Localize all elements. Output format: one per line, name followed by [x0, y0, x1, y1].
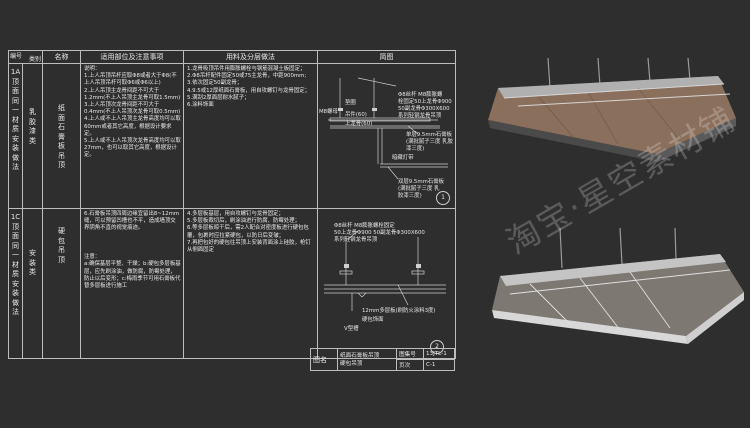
label-plywood: 12mm多层板(刷防火涂料3度)	[362, 308, 436, 314]
spec-sheet: 编号 类别 名称 适用部位及注意事项 用料及分层做法 简图 1A 顶 面 同 一…	[8, 50, 456, 371]
sheet-no-label: 图集号	[396, 348, 424, 360]
ceiling-render-gypsum	[488, 58, 736, 162]
row-materials: 4.多层板基层，用自攻螺钉与龙骨固定； 5.多层板裁切后，刷涂油进行防腐、防霉处…	[183, 208, 318, 359]
header-materials: 用料及分层做法	[183, 50, 318, 64]
section-lines-2	[324, 230, 446, 311]
ceiling-render-hardcover	[492, 228, 744, 344]
label-nut: M8螺母	[319, 109, 338, 115]
title-label: 图名	[310, 348, 338, 371]
page-label: 页次	[396, 359, 424, 371]
header-drawing: 简图	[317, 50, 456, 64]
table-row: 1C 顶 面 同 一 材 质 安 装 做 法 安 装 类 硬 包 吊 顶 6.石…	[8, 208, 456, 359]
label-light-strip: 暗藏灯带	[392, 155, 414, 161]
row-code: 1C 顶 面 同 一 材 质 安 装 做 法	[8, 208, 23, 359]
spec-table: 编号 类别 名称 适用部位及注意事项 用料及分层做法 简图 1A 顶 面 同 一…	[8, 50, 456, 359]
header-code-category: 编号 类别	[8, 50, 43, 64]
label-rod-spec-2: Φ8丝杆 M8膨胀螺栓固定 50上龙骨Φ900 50副龙骨Φ300X600 系列…	[334, 223, 425, 243]
row-usage: 6.石膏板吊顶四周边缘宜留出8~12mm缝，可以预留凹槽也不平，造成墙顶交界阴角…	[80, 208, 184, 359]
section-lines-1	[328, 77, 448, 180]
label-hard-cover: 硬包饰面	[362, 317, 384, 323]
row-name: 纸 面 石 膏 板 吊 顶	[42, 63, 81, 209]
drawing-title: 纸面石膏板吊顶 硬包吊顶	[337, 348, 397, 371]
table-row: 1A 顶 面 同 一 材 质 安 装 做 法 乳 胶 漆 类 纸 面 石 膏 板…	[8, 63, 456, 209]
table-header-row: 编号 类别 名称 适用部位及注意事项 用料及分层做法 简图	[8, 50, 456, 64]
header-usage: 适用部位及注意事项	[80, 50, 184, 64]
detail-number-1: 1	[436, 191, 450, 205]
row-name: 硬 包 吊 顶	[42, 208, 81, 359]
row-category: 乳 胶 漆 类	[22, 63, 43, 209]
row-usage: 说明： 1.上人吊顶吊杆应取Φ8或者大于Φ8(不上人吊顶吊杆可取Φ6或Φ6以上)…	[80, 63, 184, 209]
label-rod-spec: Φ8丝杆 M8膨胀螺 栓固定50上龙骨Φ900 50副龙骨Φ300X600 系列…	[398, 92, 452, 119]
label-main-runner: 上龙骨(60)	[345, 121, 373, 127]
label-single-board: 单层9.5mm石膏板 (满批腻子三度 乳胶 漆三度)	[406, 132, 453, 152]
row-category: 安 装 类	[22, 208, 43, 359]
page-number: C-1	[423, 359, 455, 371]
label-v-groove: V型槽	[344, 326, 359, 332]
sheet-no: 13JTL-1	[423, 348, 455, 360]
label-washer: 垫圈	[345, 100, 356, 106]
ceiling-section-drawing-1: 垫圈 M8螺母 吊件(60) 上龙骨(60) Φ8丝杆 M8膨胀螺 栓固定50上…	[317, 63, 456, 209]
header-code: 编号	[10, 53, 23, 60]
row-code: 1A 顶 面 同 一 材 质 安 装 做 法	[8, 63, 23, 209]
label-double-board: 双层9.5mm石膏板 (满批腻子三度 乳 胶漆三度)	[398, 179, 445, 199]
header-name: 名称	[42, 50, 81, 64]
ceiling-section-drawing-2: Φ8丝杆 M8膨胀螺栓固定 50上龙骨Φ900 50副龙骨Φ300X600 系列…	[317, 208, 456, 359]
header-category: 类别	[28, 56, 41, 63]
title-block: 图名 纸面石膏板吊顶 硬包吊顶 图集号 13JTL-1 页次 C-1	[310, 348, 455, 371]
row-materials: 1.龙骨吸顶吊件用膨胀螺栓与钢筋混凝土板固定； 2.Φ8吊杆配件固定50或75主…	[183, 63, 318, 209]
label-hanger: 吊件(60)	[345, 112, 367, 118]
